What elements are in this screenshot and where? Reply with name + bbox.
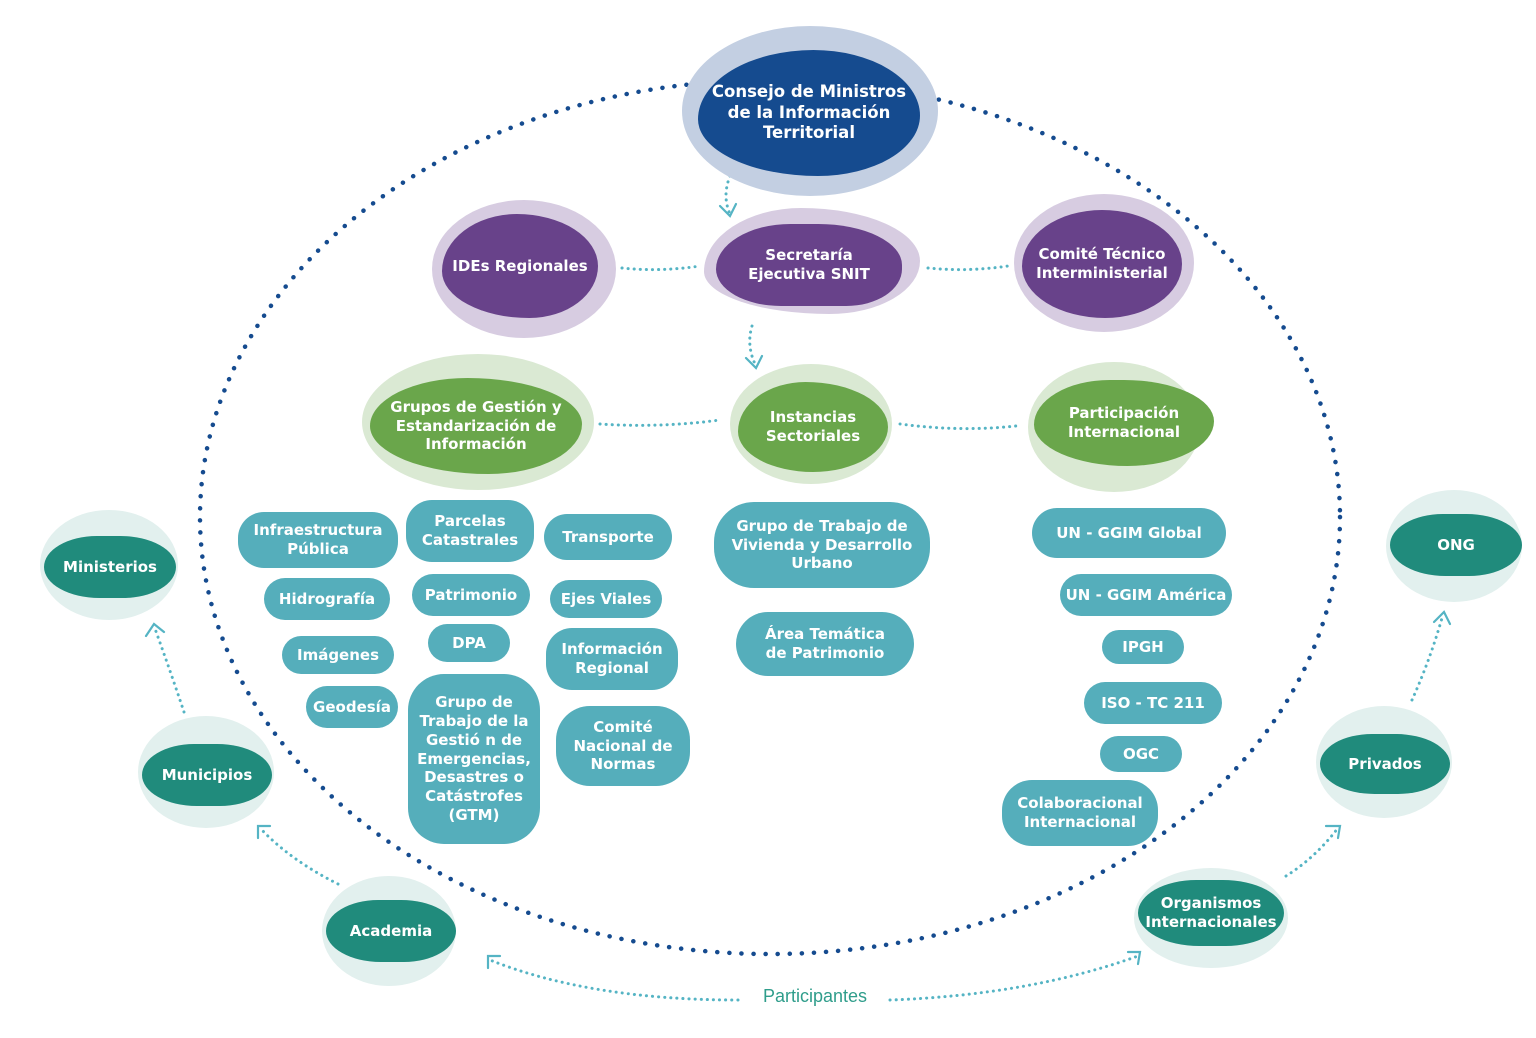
participant-academia[interactable]: Academia <box>326 900 456 962</box>
connector-instancias-participacion <box>898 422 1018 431</box>
grupos-gestion-label: Grupos de Gestión y Estandarización de I… <box>390 397 562 454</box>
participant-label: Academia <box>349 921 433 940</box>
participacion-label: Participación Internacional <box>1067 404 1181 441</box>
grupo-item-patrimonio[interactable]: Patrimonio <box>412 574 530 616</box>
intl-item-colaboracional[interactable]: Colaboracional Internacional <box>1002 780 1158 846</box>
grupos-gestion-node[interactable]: Grupos de Gestión y Estandarización de I… <box>370 378 582 474</box>
grupo-item-gtm[interactable]: Grupo de Trabajo de la Gestió n de Emerg… <box>408 674 540 844</box>
ides-node[interactable]: IDEs Regionales <box>442 214 598 318</box>
instancias-label: Instancias Sectoriales <box>765 408 861 445</box>
intl-item-label: UN - GGIM América <box>1065 585 1227 604</box>
comite-tecnico-node[interactable]: Comité Técnico Interministerial <box>1022 210 1182 318</box>
grupo-item-transporte[interactable]: Transporte <box>544 514 672 560</box>
instancias-node[interactable]: Instancias Sectoriales <box>738 382 888 472</box>
arrowhead-secretaria <box>718 202 738 218</box>
grupo-item-label: Ejes Viales <box>560 589 652 608</box>
connector-privados-ong <box>1410 616 1444 702</box>
grupo-item-imagenes[interactable]: Imágenes <box>282 636 394 674</box>
instancia-item-patrimonio[interactable]: Área Temática de Patrimonio <box>736 612 914 676</box>
grupo-item-label: Imágenes <box>296 645 380 664</box>
intl-item-ogc[interactable]: OGC <box>1100 736 1182 772</box>
intl-item-iso[interactable]: ISO - TC 211 <box>1084 682 1222 724</box>
grupo-item-dpa[interactable]: DPA <box>428 624 510 662</box>
comite-tecnico-label: Comité Técnico Interministerial <box>1036 245 1168 282</box>
arrowhead-ministerios <box>144 622 166 638</box>
intl-item-ipgh[interactable]: IPGH <box>1102 630 1184 664</box>
connector-grupos-instancias <box>598 418 722 427</box>
consejo-label: Consejo de Ministros de la Información T… <box>711 82 907 143</box>
participacion-node[interactable]: Participación Internacional <box>1034 380 1214 466</box>
arrowhead-municipios <box>256 824 272 840</box>
participant-label: Organismos Internacionales <box>1145 894 1277 931</box>
grupo-item-label: Hidrografía <box>278 589 376 608</box>
instancia-item-vivienda[interactable]: Grupo de Trabajo de Vivienda y Desarroll… <box>714 502 930 588</box>
connector-ides-secretaria <box>620 264 702 272</box>
connector-participantes-academia <box>488 958 740 1002</box>
grupo-item-ejes-viales[interactable]: Ejes Viales <box>550 580 662 618</box>
instancia-item-label: Grupo de Trabajo de Vivienda y Desarroll… <box>731 516 913 573</box>
connector-participantes-organismos <box>888 954 1140 1002</box>
intl-item-label: UN - GGIM Global <box>1056 523 1202 542</box>
connector-academia-municipios <box>258 826 340 886</box>
participant-privados[interactable]: Privados <box>1320 734 1450 794</box>
arrowhead-instancias <box>744 354 764 370</box>
grupo-item-label: Grupo de Trabajo de la Gestió n de Emerg… <box>417 693 531 824</box>
grupo-item-label: Información Regional <box>561 640 663 677</box>
grupo-item-infraestructura[interactable]: Infraestructura Pública <box>238 512 398 568</box>
grupo-item-label: Patrimonio <box>424 585 518 604</box>
consejo-node[interactable]: Consejo de Ministros de la Información T… <box>698 50 920 176</box>
participant-organismos[interactable]: Organismos Internacionales <box>1138 880 1284 946</box>
intl-item-ggim-global[interactable]: UN - GGIM Global <box>1032 508 1226 558</box>
arrowhead-organismos <box>1126 950 1142 966</box>
participant-label: Privados <box>1348 754 1422 773</box>
intl-item-label: OGC <box>1122 744 1160 763</box>
grupo-item-label: DPA <box>452 633 486 652</box>
intl-item-label: IPGH <box>1122 637 1164 656</box>
participant-municipios[interactable]: Municipios <box>142 744 272 806</box>
grupo-item-label: Geodesía <box>313 697 391 716</box>
grupo-item-hidrografia[interactable]: Hidrografía <box>264 578 390 620</box>
instancia-item-label: Área Temática de Patrimonio <box>764 625 885 662</box>
grupo-item-label: Comité Nacional de Normas <box>573 717 673 774</box>
participant-label: Municipios <box>161 765 253 784</box>
connector-secretaria-instancias <box>748 324 758 368</box>
participant-label: ONG <box>1437 535 1475 554</box>
grupo-item-label: Parcelas Catastrales <box>421 512 519 549</box>
grupo-item-informacion-regional[interactable]: Información Regional <box>546 628 678 690</box>
participant-ministerios[interactable]: Ministerios <box>44 536 176 598</box>
intl-item-label: Colaboracional Internacional <box>1017 794 1143 831</box>
connector-consejo-secretaria <box>724 174 732 216</box>
participant-ong[interactable]: ONG <box>1390 514 1522 576</box>
ides-label: IDEs Regionales <box>452 256 588 275</box>
participant-label: Ministerios <box>63 557 157 576</box>
grupo-item-comite-nacional[interactable]: Comité Nacional de Normas <box>556 706 690 786</box>
connector-municipios-ministerios <box>152 624 186 714</box>
secretaria-label: Secretaría Ejecutiva SNIT <box>748 246 870 283</box>
intl-item-label: ISO - TC 211 <box>1101 693 1205 712</box>
grupo-item-label: Infraestructura Pública <box>253 521 383 558</box>
arrowhead-privados <box>1324 824 1342 840</box>
arrowhead-ong <box>1432 610 1452 626</box>
grupo-item-label: Transporte <box>562 527 654 546</box>
intl-item-ggim-america[interactable]: UN - GGIM América <box>1060 574 1232 616</box>
secretaria-node[interactable]: Secretaría Ejecutiva SNIT <box>716 224 902 306</box>
arrowhead-academia <box>486 954 502 970</box>
participantes-label: Participantes <box>762 986 868 1006</box>
grupo-item-geodesia[interactable]: Geodesía <box>306 686 398 728</box>
connector-organismos-privados <box>1284 826 1340 878</box>
grupo-item-parcelas[interactable]: Parcelas Catastrales <box>406 500 534 562</box>
connector-secretaria-comite <box>926 264 1010 272</box>
